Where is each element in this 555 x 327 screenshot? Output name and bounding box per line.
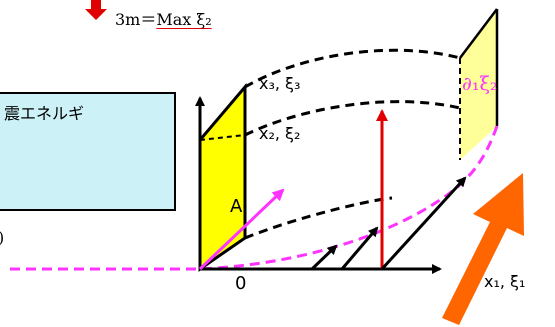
long-vector: [380, 176, 467, 271]
plane-A-midline: [199, 134, 246, 141]
left-fragment: ̃): [0, 228, 4, 247]
orange-arrow: [442, 173, 524, 325]
small-vector-2: [340, 226, 379, 270]
energy-box-text: 震エネルギ: [4, 104, 85, 123]
label-x3: x₃, ξ₃: [259, 74, 301, 93]
top-note-max: Max ξ₂: [156, 10, 212, 29]
top-note-prefix: 3m＝: [115, 10, 157, 29]
label-origin: 0: [235, 273, 247, 294]
far-plane-edge-top: [459, 8, 498, 59]
red-down-arrow: [85, 0, 107, 20]
top-note: 3m＝Max ξ₂: [115, 6, 212, 30]
label-x2: x₂, ξ₂: [259, 124, 301, 143]
dashed-curve-top: [244, 48, 461, 89]
magenta-vector: [198, 188, 285, 271]
magenta-dashed-curve: [10, 125, 499, 271]
dashed-curve-middle: [244, 100, 461, 137]
plane-A: [198, 82, 247, 272]
label-A: A: [230, 196, 243, 217]
energy-box: 震エネルギ: [0, 92, 176, 211]
label-x1: x₁, ξ₁: [484, 272, 526, 291]
small-vector-1: [310, 244, 338, 271]
label-partial: ∂₁ξ₂: [462, 73, 498, 95]
